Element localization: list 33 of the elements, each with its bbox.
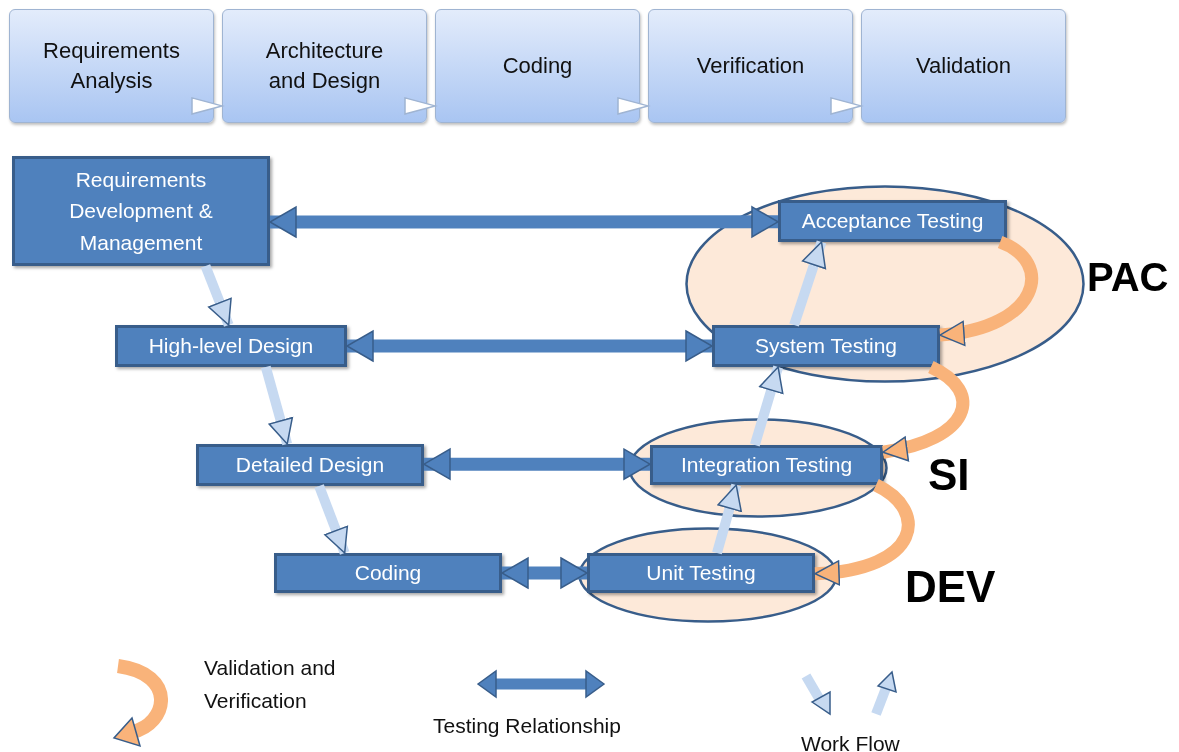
legend-label: Testing Relationship	[433, 713, 621, 739]
process-box: High-level Design	[115, 325, 347, 367]
process-box: Integration Testing	[650, 445, 883, 485]
process-box: Detailed Design	[196, 444, 424, 486]
arrow	[830, 97, 862, 115]
arrow	[712, 483, 742, 555]
phase-box: Validation	[861, 9, 1066, 123]
phase-box: Architecture and Design	[222, 9, 427, 123]
legend-label: Validation and Verification	[204, 655, 337, 714]
phase-box: Verification	[648, 9, 853, 123]
double-arrow	[423, 448, 651, 480]
arrow	[261, 365, 294, 446]
arrow	[789, 240, 827, 327]
arrow	[200, 264, 234, 327]
arrow	[617, 97, 649, 115]
group-label: DEV	[905, 565, 996, 609]
process-box: Coding	[274, 553, 502, 593]
process-box: Requirements Development & Management	[12, 156, 270, 266]
group-label: PAC	[1087, 257, 1169, 297]
arrow	[750, 365, 784, 447]
phase-box: Coding	[435, 9, 640, 123]
legend-label: Work Flow	[801, 731, 900, 752]
process-box: Unit Testing	[587, 553, 815, 593]
double-arrow	[501, 557, 588, 589]
process-box: Acceptance Testing	[778, 200, 1007, 242]
arrow	[191, 97, 223, 115]
double-arrow	[269, 206, 779, 238]
double-arrow	[346, 330, 713, 362]
arrow	[314, 484, 350, 555]
group-label: SI	[928, 453, 970, 497]
arrow	[404, 97, 436, 115]
phase-box: Requirements Analysis	[9, 9, 214, 123]
process-box: System Testing	[712, 325, 940, 367]
